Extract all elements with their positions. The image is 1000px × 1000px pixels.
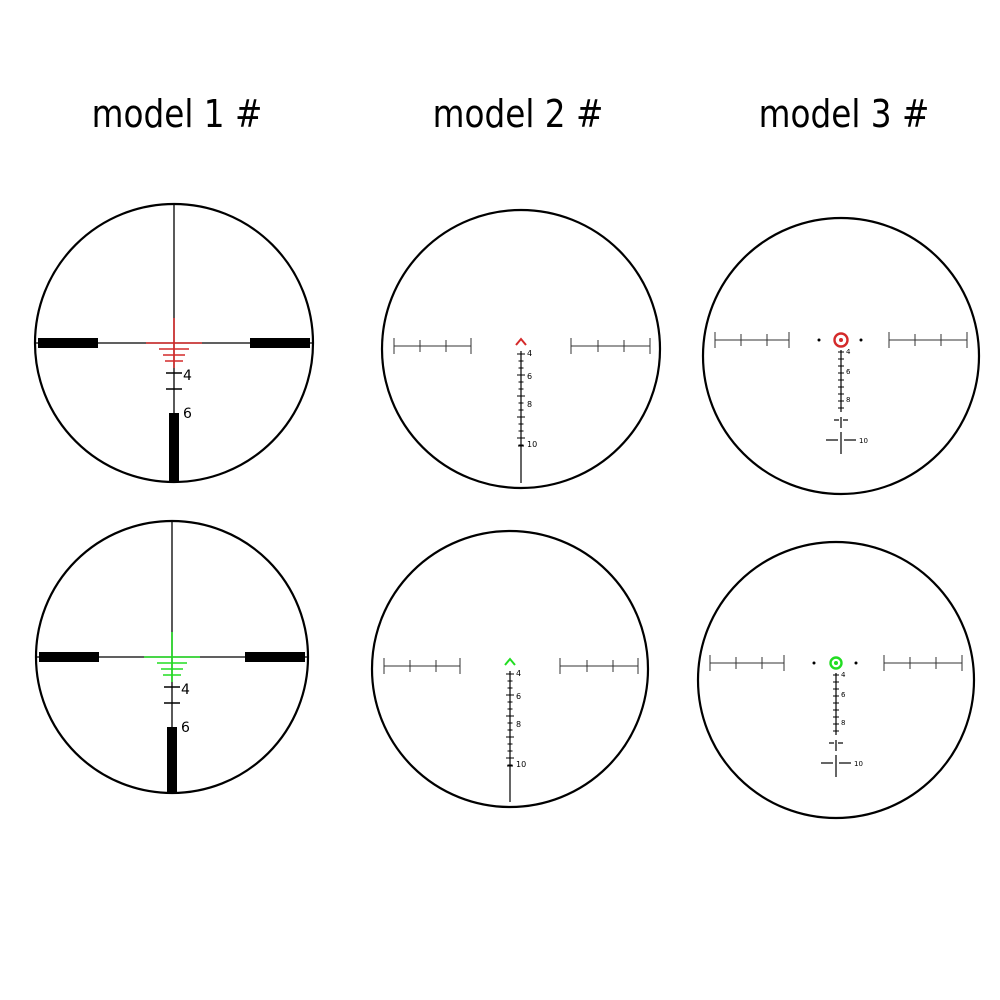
illuminated-ring — [829, 656, 843, 670]
holdover-dot — [817, 338, 821, 342]
right-post — [245, 652, 305, 662]
holdover-dot — [812, 661, 816, 665]
bdc-label: 6 — [516, 692, 521, 701]
bdc-label: 8 — [527, 400, 532, 409]
illuminated-ring — [833, 332, 849, 348]
stadia-label: 6 — [183, 406, 192, 422]
bdc-label: 6 — [841, 691, 846, 699]
reticle-model-2-green: 4 6 8 10 — [370, 529, 650, 809]
reticle-ring — [696, 540, 976, 820]
bdc-label: 10 — [859, 437, 868, 445]
bdc-label: 10 — [516, 760, 526, 769]
bdc-label: 4 — [846, 348, 851, 356]
reticle-ring — [380, 208, 662, 490]
reticle-model-2-red: 4 6 8 10 — [380, 208, 662, 490]
bdc-label: 4 — [527, 349, 532, 358]
bdc-label: 6 — [527, 372, 532, 381]
stadia-label: 6 — [181, 720, 190, 736]
holdover-dot — [859, 338, 863, 342]
reticle-ring — [701, 216, 981, 496]
illuminated-chevron — [504, 657, 516, 666]
bdc-label: 4 — [841, 671, 846, 679]
illuminated-chevron — [515, 337, 527, 346]
title-model-2: model 2 # — [432, 92, 604, 136]
stadia-label: 4 — [183, 368, 192, 384]
title-model-1: model 1 # — [91, 92, 263, 136]
title-model-3: model 3 # — [758, 92, 930, 136]
bdc-label: 10 — [527, 440, 537, 449]
reticle-ring — [370, 529, 650, 809]
bdc-label: 8 — [841, 719, 845, 727]
bdc-label: 8 — [846, 396, 850, 404]
reticle-model-3-green: 4 6 8 10 — [696, 540, 976, 820]
bdc-label: 10 — [854, 760, 863, 768]
left-post — [39, 652, 99, 662]
bdc-label: 4 — [516, 669, 521, 678]
bdc-label: 8 — [516, 720, 521, 729]
bdc-label: 6 — [846, 368, 851, 376]
reticle-model-1-green: 46 — [34, 519, 310, 795]
stadia-label: 4 — [181, 682, 190, 698]
right-post — [250, 338, 310, 348]
holdover-dot — [854, 661, 858, 665]
reticle-model-3-red: 4 6 8 10 — [701, 216, 981, 496]
bottom-post — [167, 727, 177, 793]
illuminated-center-dot — [839, 338, 843, 342]
left-post — [38, 338, 98, 348]
bottom-post — [169, 413, 179, 482]
reticle-model-1-red: 46 — [33, 202, 315, 484]
illuminated-center-dot — [834, 661, 838, 665]
